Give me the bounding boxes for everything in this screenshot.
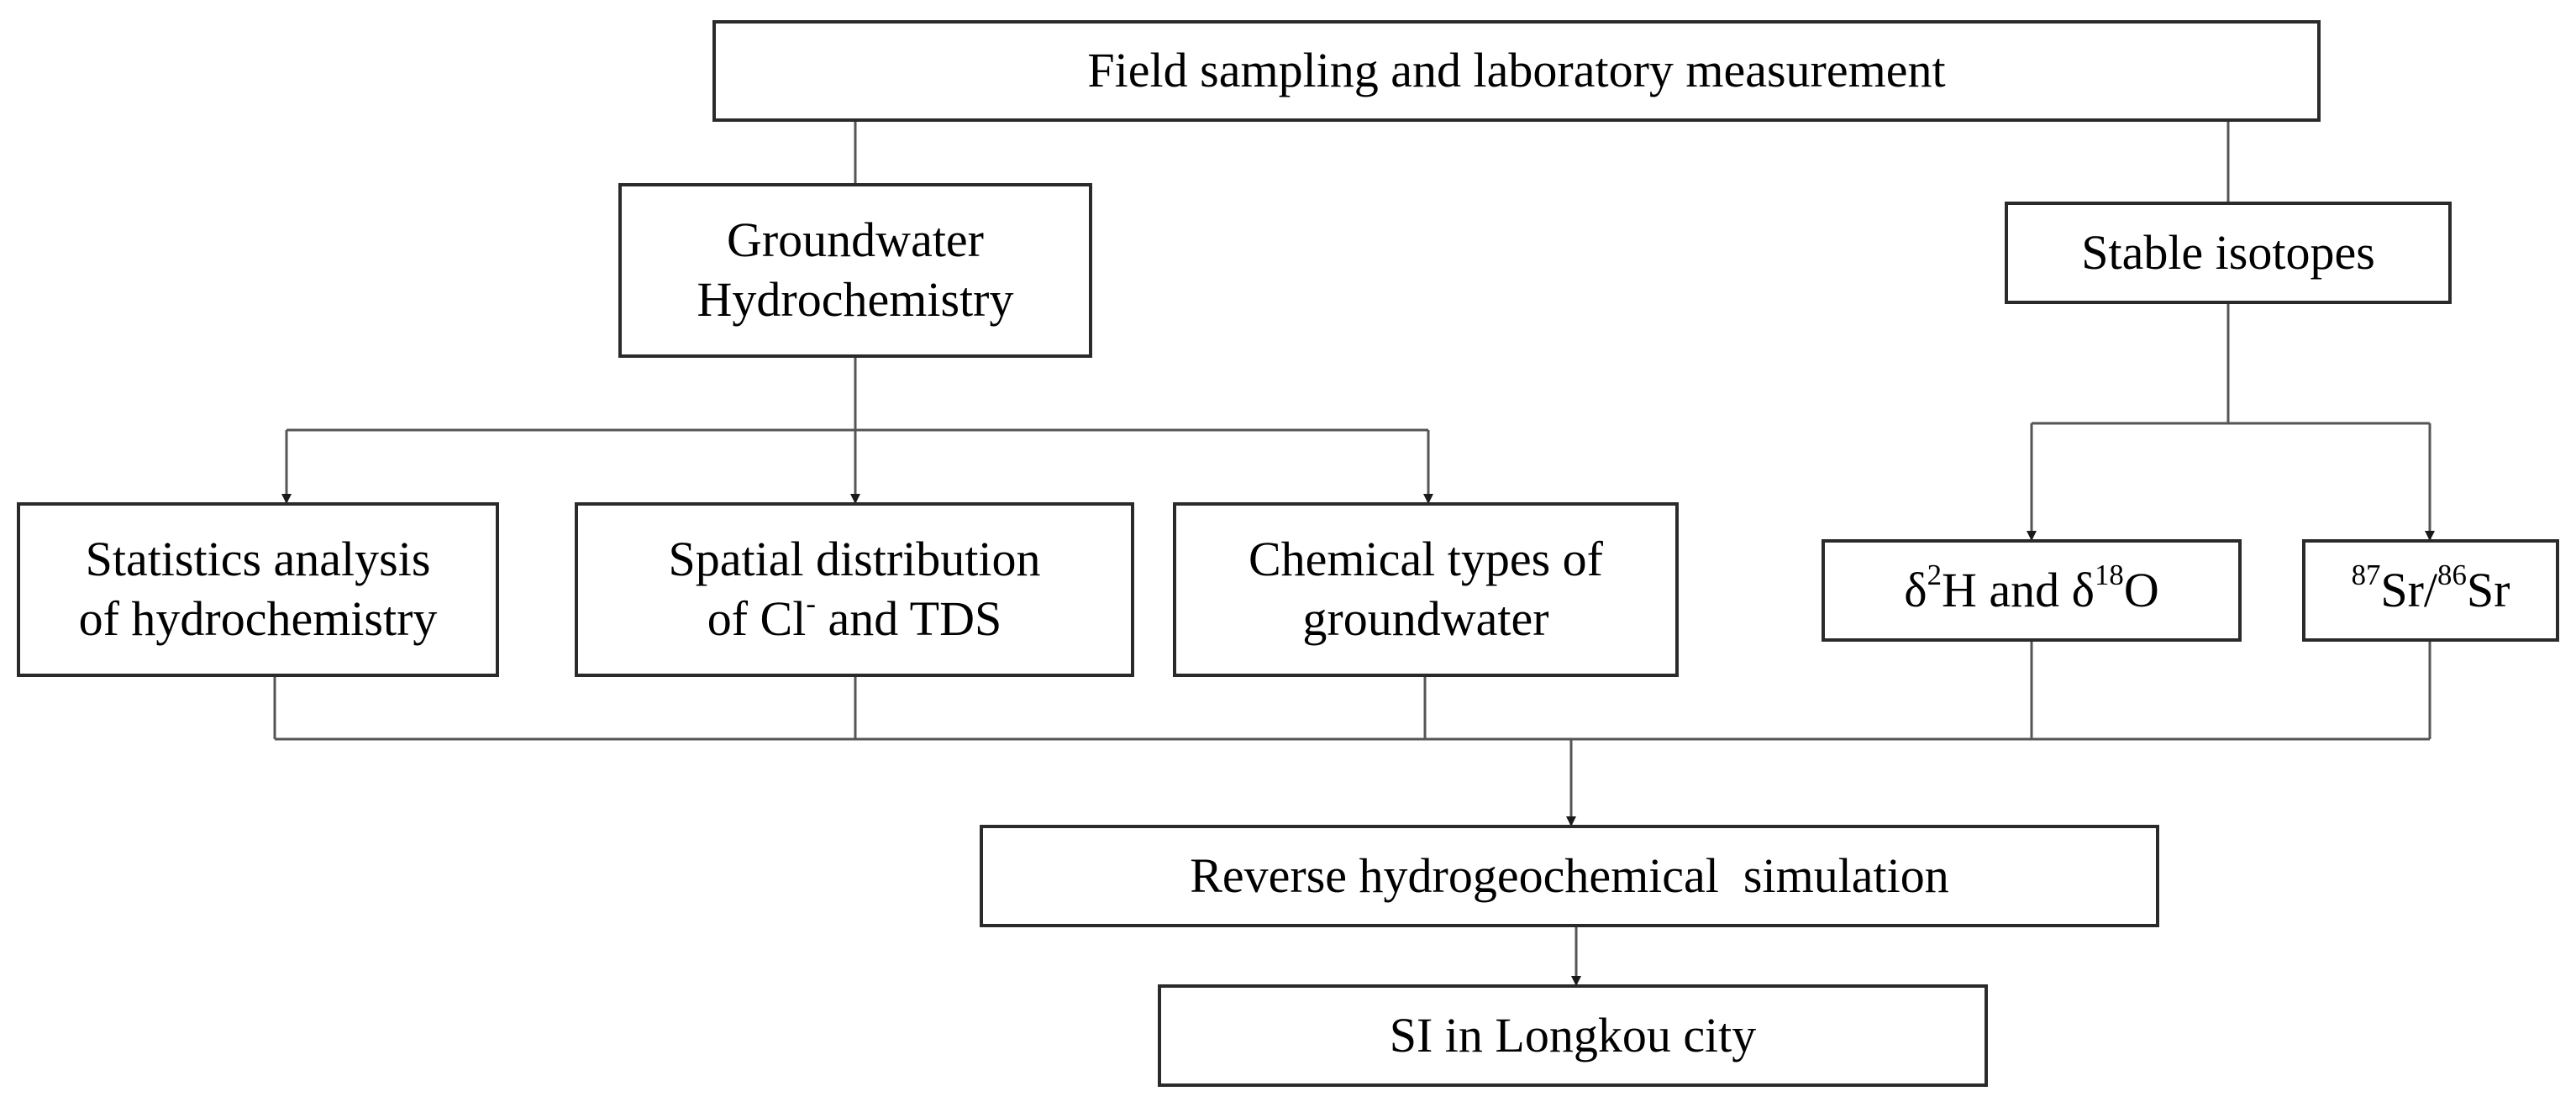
node-spatial-line1: Spatial distribution [668, 532, 1041, 587]
node-statistics-line1: Statistics analysis [85, 532, 431, 587]
node-statistics-line2: of hydrochemistry [78, 591, 438, 646]
node-stable-isotopes: Stable isotopes [2005, 202, 2452, 304]
node-field-sampling: Field sampling and laboratory measuremen… [712, 20, 2321, 122]
node-spatial-line2-a: of Cl [707, 591, 807, 646]
node-groundwater-line1: Groundwater [726, 212, 984, 268]
sr-slash-text: Sr/ [2380, 562, 2438, 617]
sr-symbol: Sr [2466, 562, 2510, 617]
node-reverse-simulation-label: Reverse hydrogeochemical simulation [1190, 847, 1949, 903]
isotope-mass-86: 86 [2437, 558, 2467, 591]
node-chemical-line1: Chemical types of [1248, 532, 1603, 587]
node-si-longkou: SI in Longkou city [1158, 984, 1988, 1087]
node-spatial-distribution: Spatial distribution of Cl- and TDS [575, 502, 1134, 677]
node-stable-isotopes-label: Stable isotopes [2081, 224, 2375, 280]
isotope-mass-18: 18 [2095, 558, 2124, 591]
isotope-mass-87: 87 [2351, 558, 2381, 591]
node-statistics-analysis: Statistics analysis of hydrochemistry [17, 502, 499, 677]
node-chemical-types: Chemical types of groundwater [1173, 502, 1679, 677]
node-groundwater-hydrochemistry: Groundwater Hydrochemistry [618, 183, 1092, 358]
h-and-delta-text: H and δ [1942, 562, 2095, 617]
node-spatial-line2-b: and TDS [815, 591, 1002, 646]
oxygen-symbol: O [2123, 562, 2159, 617]
node-groundwater-line2: Hydrochemistry [697, 272, 1014, 327]
node-h-o-isotopes-label: δ2H and δ18O [1904, 558, 2159, 621]
node-field-sampling-label: Field sampling and laboratory measuremen… [1087, 43, 1946, 98]
node-sr-isotopes-label: 87Sr/86Sr [2351, 558, 2510, 621]
isotope-mass-2: 2 [1927, 558, 1943, 591]
delta-symbol-1: δ [1904, 562, 1927, 617]
node-chemical-line2: groundwater [1302, 591, 1549, 646]
node-spatial-chloride-charge: - [806, 586, 816, 620]
node-spatial-line2: of Cl- and TDS [668, 586, 1040, 649]
node-reverse-simulation: Reverse hydrogeochemical simulation [980, 825, 2159, 927]
node-si-longkou-label: SI in Longkou city [1389, 1007, 1757, 1062]
node-sr-isotopes: 87Sr/86Sr [2302, 539, 2559, 642]
node-h-o-isotopes: δ2H and δ18O [1822, 539, 2242, 642]
